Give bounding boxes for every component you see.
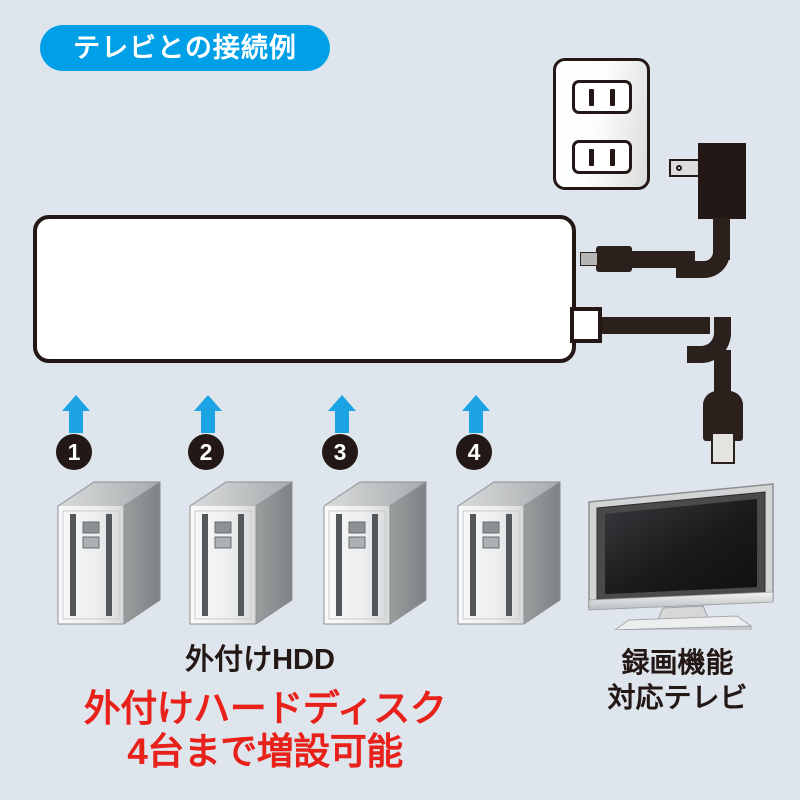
prong-hole-icon [676, 165, 682, 171]
outlet-slot-left-icon [588, 89, 594, 106]
outlet-socket-top [571, 80, 632, 114]
television [585, 482, 777, 630]
connection-arrow-4 [461, 395, 491, 433]
section-title-badge: テレビとの接続例 [40, 25, 330, 71]
port-number-badge-2: 2 [188, 434, 224, 470]
section-title-label: テレビとの接続例 [73, 32, 297, 63]
headline-line-2: 4台まで増設可能 [127, 730, 403, 772]
ac-adapter-body [698, 143, 746, 219]
outlet-slot-left-icon [588, 149, 594, 166]
port-number-badge-4: 4 [456, 434, 492, 470]
headline-line-1: 外付けハードディスク [83, 688, 447, 729]
tv-caption-line-1: 録画機能 [621, 647, 734, 678]
hub-device [33, 215, 576, 363]
dc-power-plug-tip-icon [580, 252, 598, 266]
tv-caption-line-2: 対応テレビ [607, 682, 748, 713]
hdmi-cable-horizontal-segment [598, 317, 710, 334]
hdd-caption: 外付けHDD [185, 644, 335, 676]
hdmi-plug-tip-icon [711, 432, 735, 464]
wall-outlet [553, 58, 650, 190]
port-number-label: 3 [333, 438, 347, 465]
outlet-slot-right-icon [609, 149, 615, 166]
port-number-label: 4 [467, 438, 481, 465]
hdmi-cable-vertical-segment [714, 350, 731, 396]
external-hdd-unit-1 [54, 478, 166, 626]
tv-caption: 録画機能 対応テレビ [570, 645, 785, 715]
hub-output-port [570, 307, 602, 343]
external-hdd-unit-2 [186, 478, 298, 626]
power-cable-horizontal-segment [620, 251, 695, 268]
port-number-label: 1 [67, 438, 81, 465]
outlet-slot-right-icon [609, 89, 615, 106]
connection-arrow-2 [193, 395, 223, 433]
headline: 外付けハードディスク 4台まで増設可能 [0, 688, 530, 773]
port-number-badge-3: 3 [322, 434, 358, 470]
dc-power-plug [596, 246, 632, 272]
external-hdd-unit-3 [320, 478, 432, 626]
port-number-badge-1: 1 [56, 434, 92, 470]
outlet-socket-bottom [571, 140, 632, 174]
port-number-label: 2 [199, 438, 213, 465]
connection-arrow-1 [61, 395, 91, 433]
external-hdd-unit-4 [454, 478, 566, 626]
connection-arrow-3 [327, 395, 357, 433]
